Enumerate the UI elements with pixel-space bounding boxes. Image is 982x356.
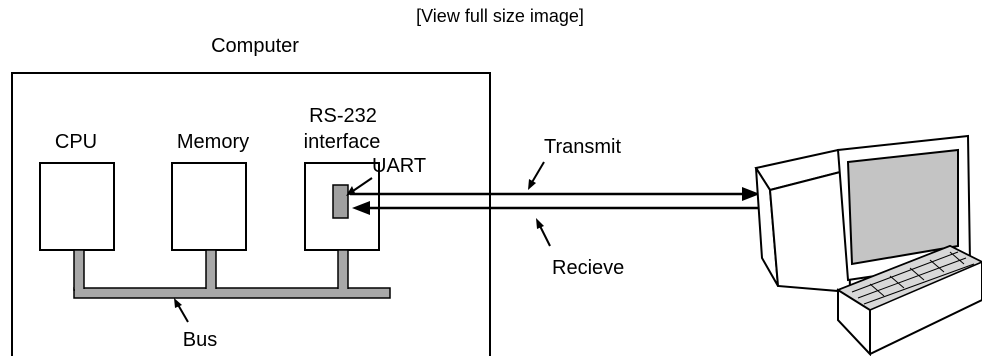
- bus-stub-cpu: [74, 250, 84, 290]
- cpu-box: [40, 163, 114, 250]
- transmit-label: Transmit: [544, 136, 621, 158]
- uart-chip: [333, 185, 348, 218]
- receive-pointer-arrowhead: [536, 218, 544, 229]
- bus: [74, 250, 390, 298]
- bus-stub-memory: [206, 250, 216, 290]
- terminal-body: [770, 170, 850, 292]
- computer-title: Computer: [211, 35, 299, 57]
- memory-box: [172, 163, 246, 250]
- bus-pointer-arrowhead: [174, 298, 182, 308]
- bus-joint-cover: [75, 289, 389, 297]
- cpu-label: CPU: [55, 131, 97, 153]
- transmit-pointer: [531, 162, 544, 184]
- terminal-icon: [756, 136, 982, 354]
- memory-label: Memory: [177, 131, 249, 153]
- rs232-label-line1: RS-232: [309, 105, 377, 127]
- rs232-label-line2: interface: [304, 131, 381, 153]
- uart-label: UART: [372, 155, 426, 177]
- receive-label: Recieve: [552, 257, 624, 279]
- terminal-screen: [848, 150, 958, 264]
- bus-stub-rs232: [338, 250, 348, 290]
- bus-label: Bus: [183, 329, 217, 351]
